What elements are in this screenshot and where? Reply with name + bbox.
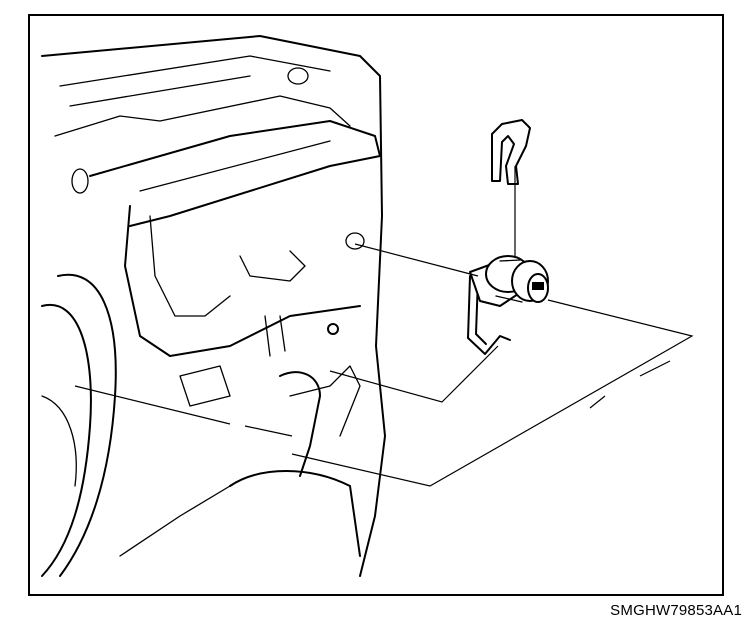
illustration-frame — [28, 14, 724, 596]
door-lock-cylinder-diagram — [41, 35, 694, 577]
lock-cylinder-assembly — [467, 255, 549, 355]
lock-cylinder-retainer-clip — [491, 119, 531, 185]
assembly-leader-lines — [74, 166, 694, 487]
door-panel — [41, 35, 386, 577]
figure-id-label: SMGHW79853AA1 — [610, 602, 742, 619]
